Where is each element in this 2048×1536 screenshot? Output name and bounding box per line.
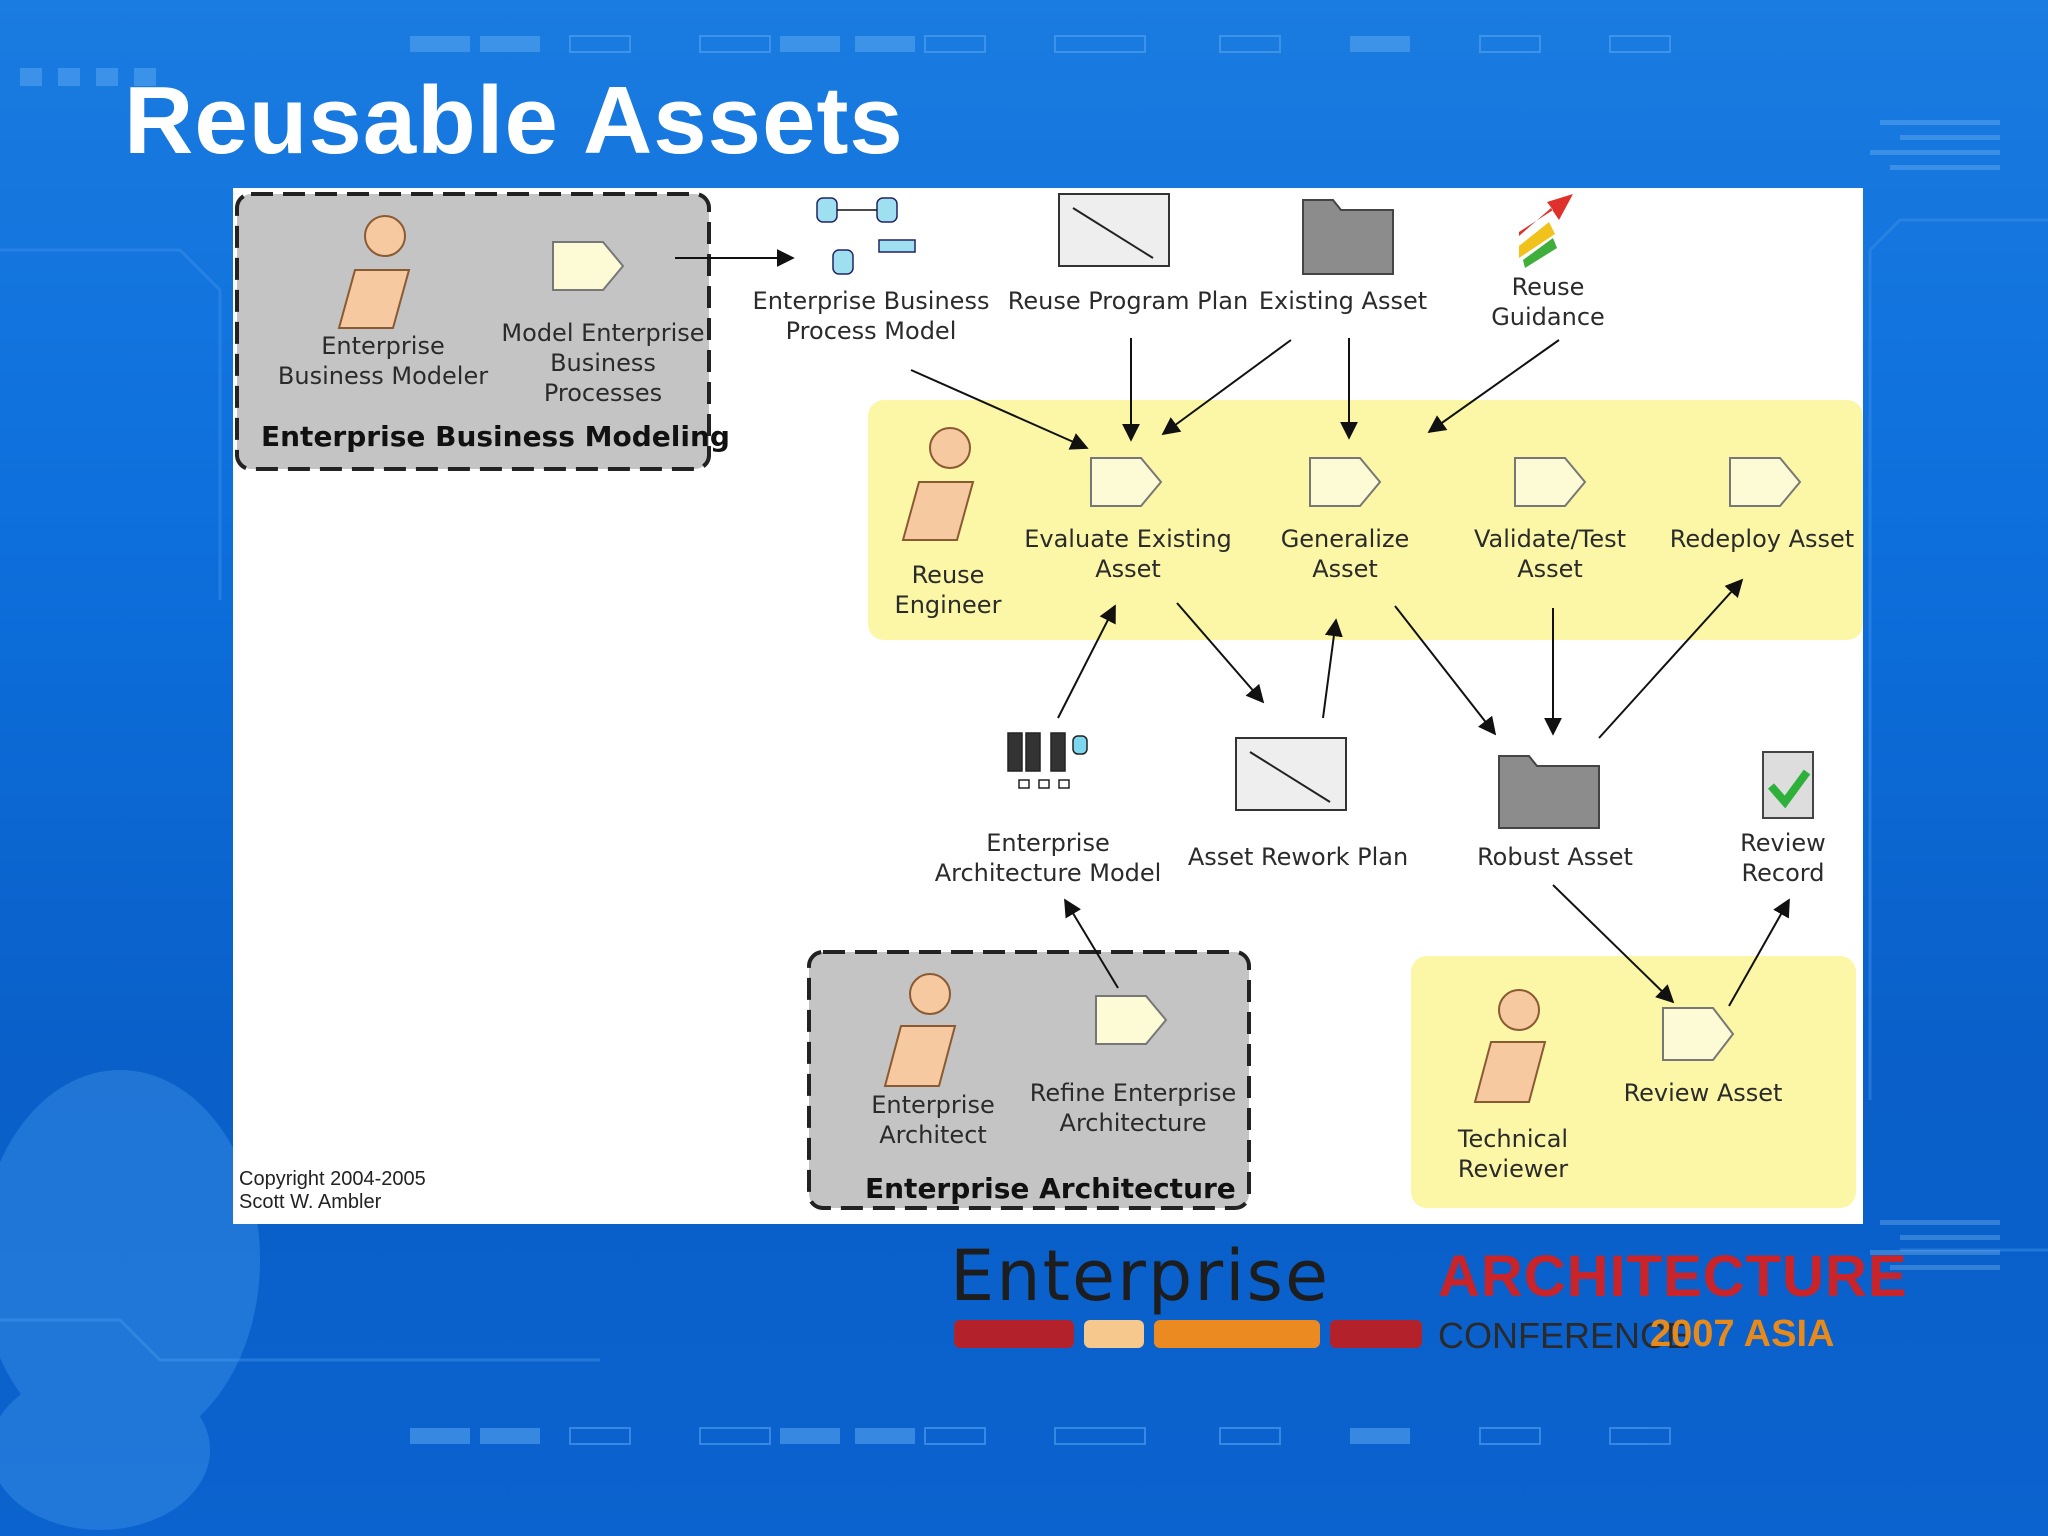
logo-bar	[1154, 1320, 1320, 1348]
activity-label: Refine Enterprise Architecture	[1029, 1079, 1237, 1137]
role-label: Technical Reviewer	[1457, 1125, 1569, 1183]
arrow	[1064, 898, 1119, 989]
slide-title: Reusable Assets	[124, 67, 904, 174]
logo-bar	[1330, 1320, 1422, 1348]
arrow	[1598, 578, 1744, 739]
artifact-label: Enterprise Business Process Model	[752, 287, 990, 345]
activity-icon	[552, 241, 1802, 1061]
logo-architecture-word: ARCHITECTURE	[1438, 1244, 1908, 1309]
activity-label: Review Asset	[1623, 1079, 1783, 1107]
arrow	[910, 369, 1089, 450]
activity-label: Validate/Test Asset	[1473, 525, 1627, 583]
role-label: Reuse Engineer	[894, 561, 1002, 619]
artifact-label: Robust Asset	[1477, 843, 1633, 871]
asset-folder-icon	[1302, 199, 1600, 829]
arrow	[1552, 884, 1675, 1004]
artifact-label: Reuse Program Plan	[1007, 287, 1249, 315]
arrow	[1728, 898, 1790, 1007]
review-record-icon	[1762, 751, 1814, 819]
process-model-icon	[816, 197, 916, 275]
conference-logo: Enterprise ARCHITECTURE CONFERENCE 2007 …	[950, 1235, 1907, 1356]
logo-enterprise-word: Enterprise	[950, 1235, 1331, 1317]
artifact-label: Enterprise Architecture Model	[934, 829, 1162, 887]
role-label: Enterprise Business Modeler	[277, 332, 489, 390]
copyright-text: Copyright 2004-2005 Scott W. Ambler	[239, 1168, 426, 1213]
arrow	[1176, 602, 1265, 704]
artifact-label: Existing Asset	[1258, 287, 1428, 315]
artifact-label: Reuse Guidance	[1491, 273, 1605, 331]
activity-label: Generalize Asset	[1280, 525, 1410, 583]
role-label: Enterprise Architect	[871, 1091, 995, 1149]
guidance-icon	[1519, 194, 1573, 268]
activity-label: Model Enterprise Business Processes	[501, 319, 705, 407]
arrow	[1161, 339, 1292, 436]
artifact-label: Review Record	[1740, 829, 1826, 887]
group-label: Enterprise Business Modeling	[261, 420, 730, 453]
plan-document-icon	[1058, 193, 1347, 811]
logo-bar	[954, 1320, 1074, 1348]
arrow	[1322, 618, 1343, 719]
process-diagram	[235, 192, 1863, 1210]
arrow	[1427, 339, 1560, 434]
group-label: Enterprise Architecture	[865, 1172, 1236, 1205]
actor-icon	[337, 215, 1547, 1103]
arrow	[1394, 605, 1497, 736]
logo-bar	[1084, 1320, 1144, 1348]
activity-label: Evaluate Existing Asset	[1024, 525, 1232, 583]
diagram-panel: Enterprise Business Modeler Model Enterp…	[233, 188, 1863, 1224]
activity-label: Redeploy Asset	[1669, 525, 1855, 553]
logo-year: 2007 ASIA	[1650, 1313, 1835, 1355]
artifact-label: Asset Rework Plan	[1187, 843, 1409, 871]
logo-conference-word: CONFERENCE	[1438, 1315, 1691, 1356]
arrow	[1057, 604, 1116, 719]
architecture-model-icon	[1007, 732, 1088, 789]
